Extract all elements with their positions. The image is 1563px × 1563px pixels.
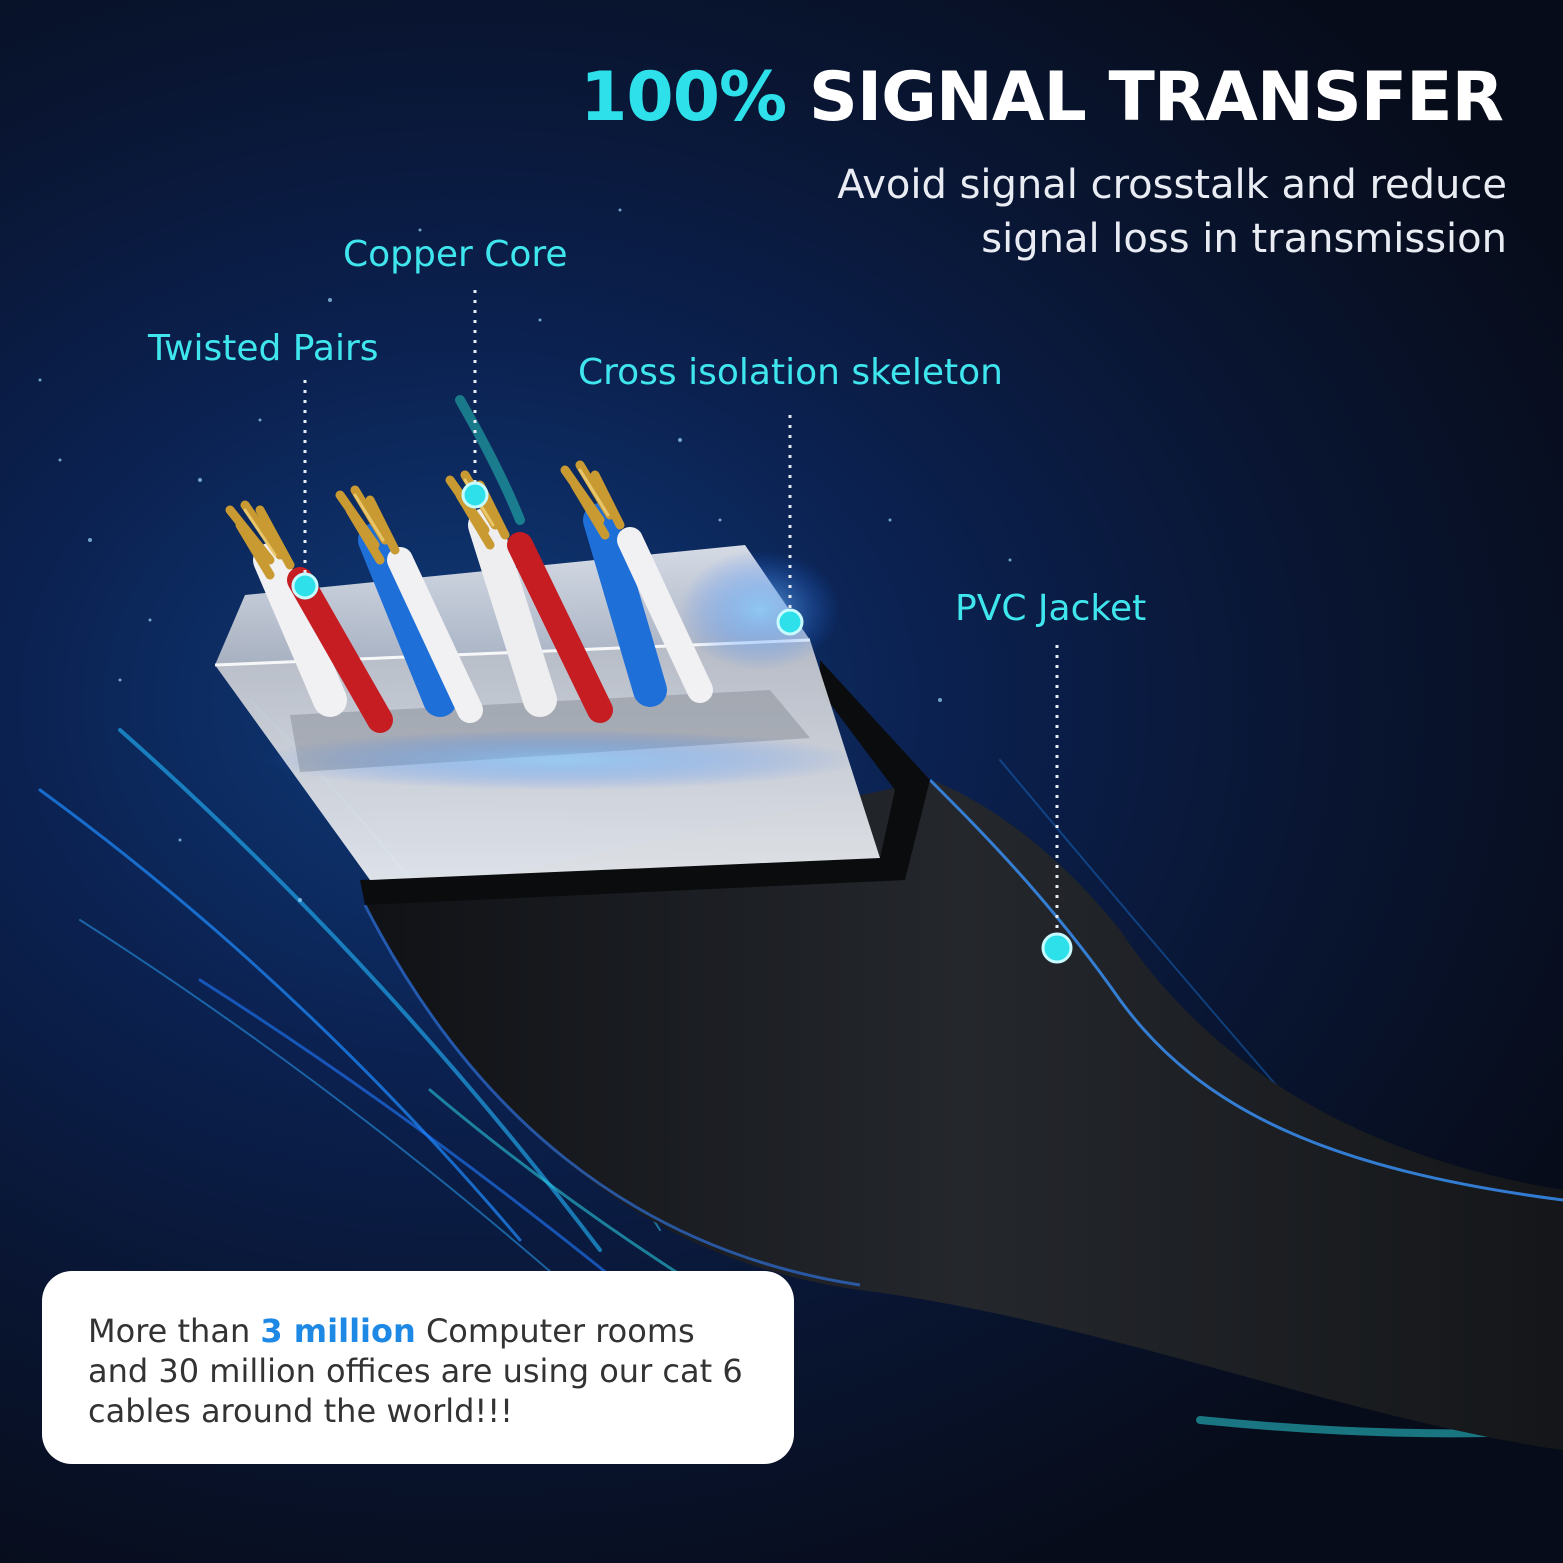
pvc-jacket-marker: [1041, 932, 1073, 964]
label-copper-core: Copper Core: [343, 234, 568, 275]
callout-leader-lines: [303, 290, 1059, 945]
label-twisted-pairs: Twisted Pairs: [148, 328, 379, 369]
headline: 100% SIGNAL TRANSFER: [580, 58, 1504, 137]
subtitle-line-1: Avoid signal crosstalk and reduce: [837, 162, 1507, 208]
stats-callout: More than 3 million Computer rooms and 3…: [42, 1271, 794, 1464]
twisted-pair-wires: [253, 503, 713, 733]
copper-core-marker: [461, 481, 489, 509]
label-cross-isolation: Cross isolation skeleton: [578, 352, 1003, 393]
callout-highlight: 3 million: [260, 1312, 416, 1350]
callout-prefix: More than: [88, 1312, 261, 1350]
twisted-pairs-marker: [291, 572, 319, 600]
subtitle: Avoid signal crosstalk and reduce signal …: [607, 158, 1507, 266]
cross-isolation-marker: [776, 608, 804, 636]
subtitle-line-2: signal loss in transmission: [981, 216, 1507, 262]
headline-accent: 100%: [580, 58, 787, 137]
pvc-jacket-body: [365, 780, 1563, 1450]
headline-rest: SIGNAL TRANSFER: [808, 58, 1504, 137]
star-particles: [38, 208, 1012, 902]
callout-rest: Computer rooms and 30 million offices ar…: [88, 1312, 743, 1430]
marker-dots: [291, 481, 1073, 964]
label-pvc-jacket: PVC Jacket: [955, 588, 1147, 629]
copper-strands: [225, 460, 625, 580]
